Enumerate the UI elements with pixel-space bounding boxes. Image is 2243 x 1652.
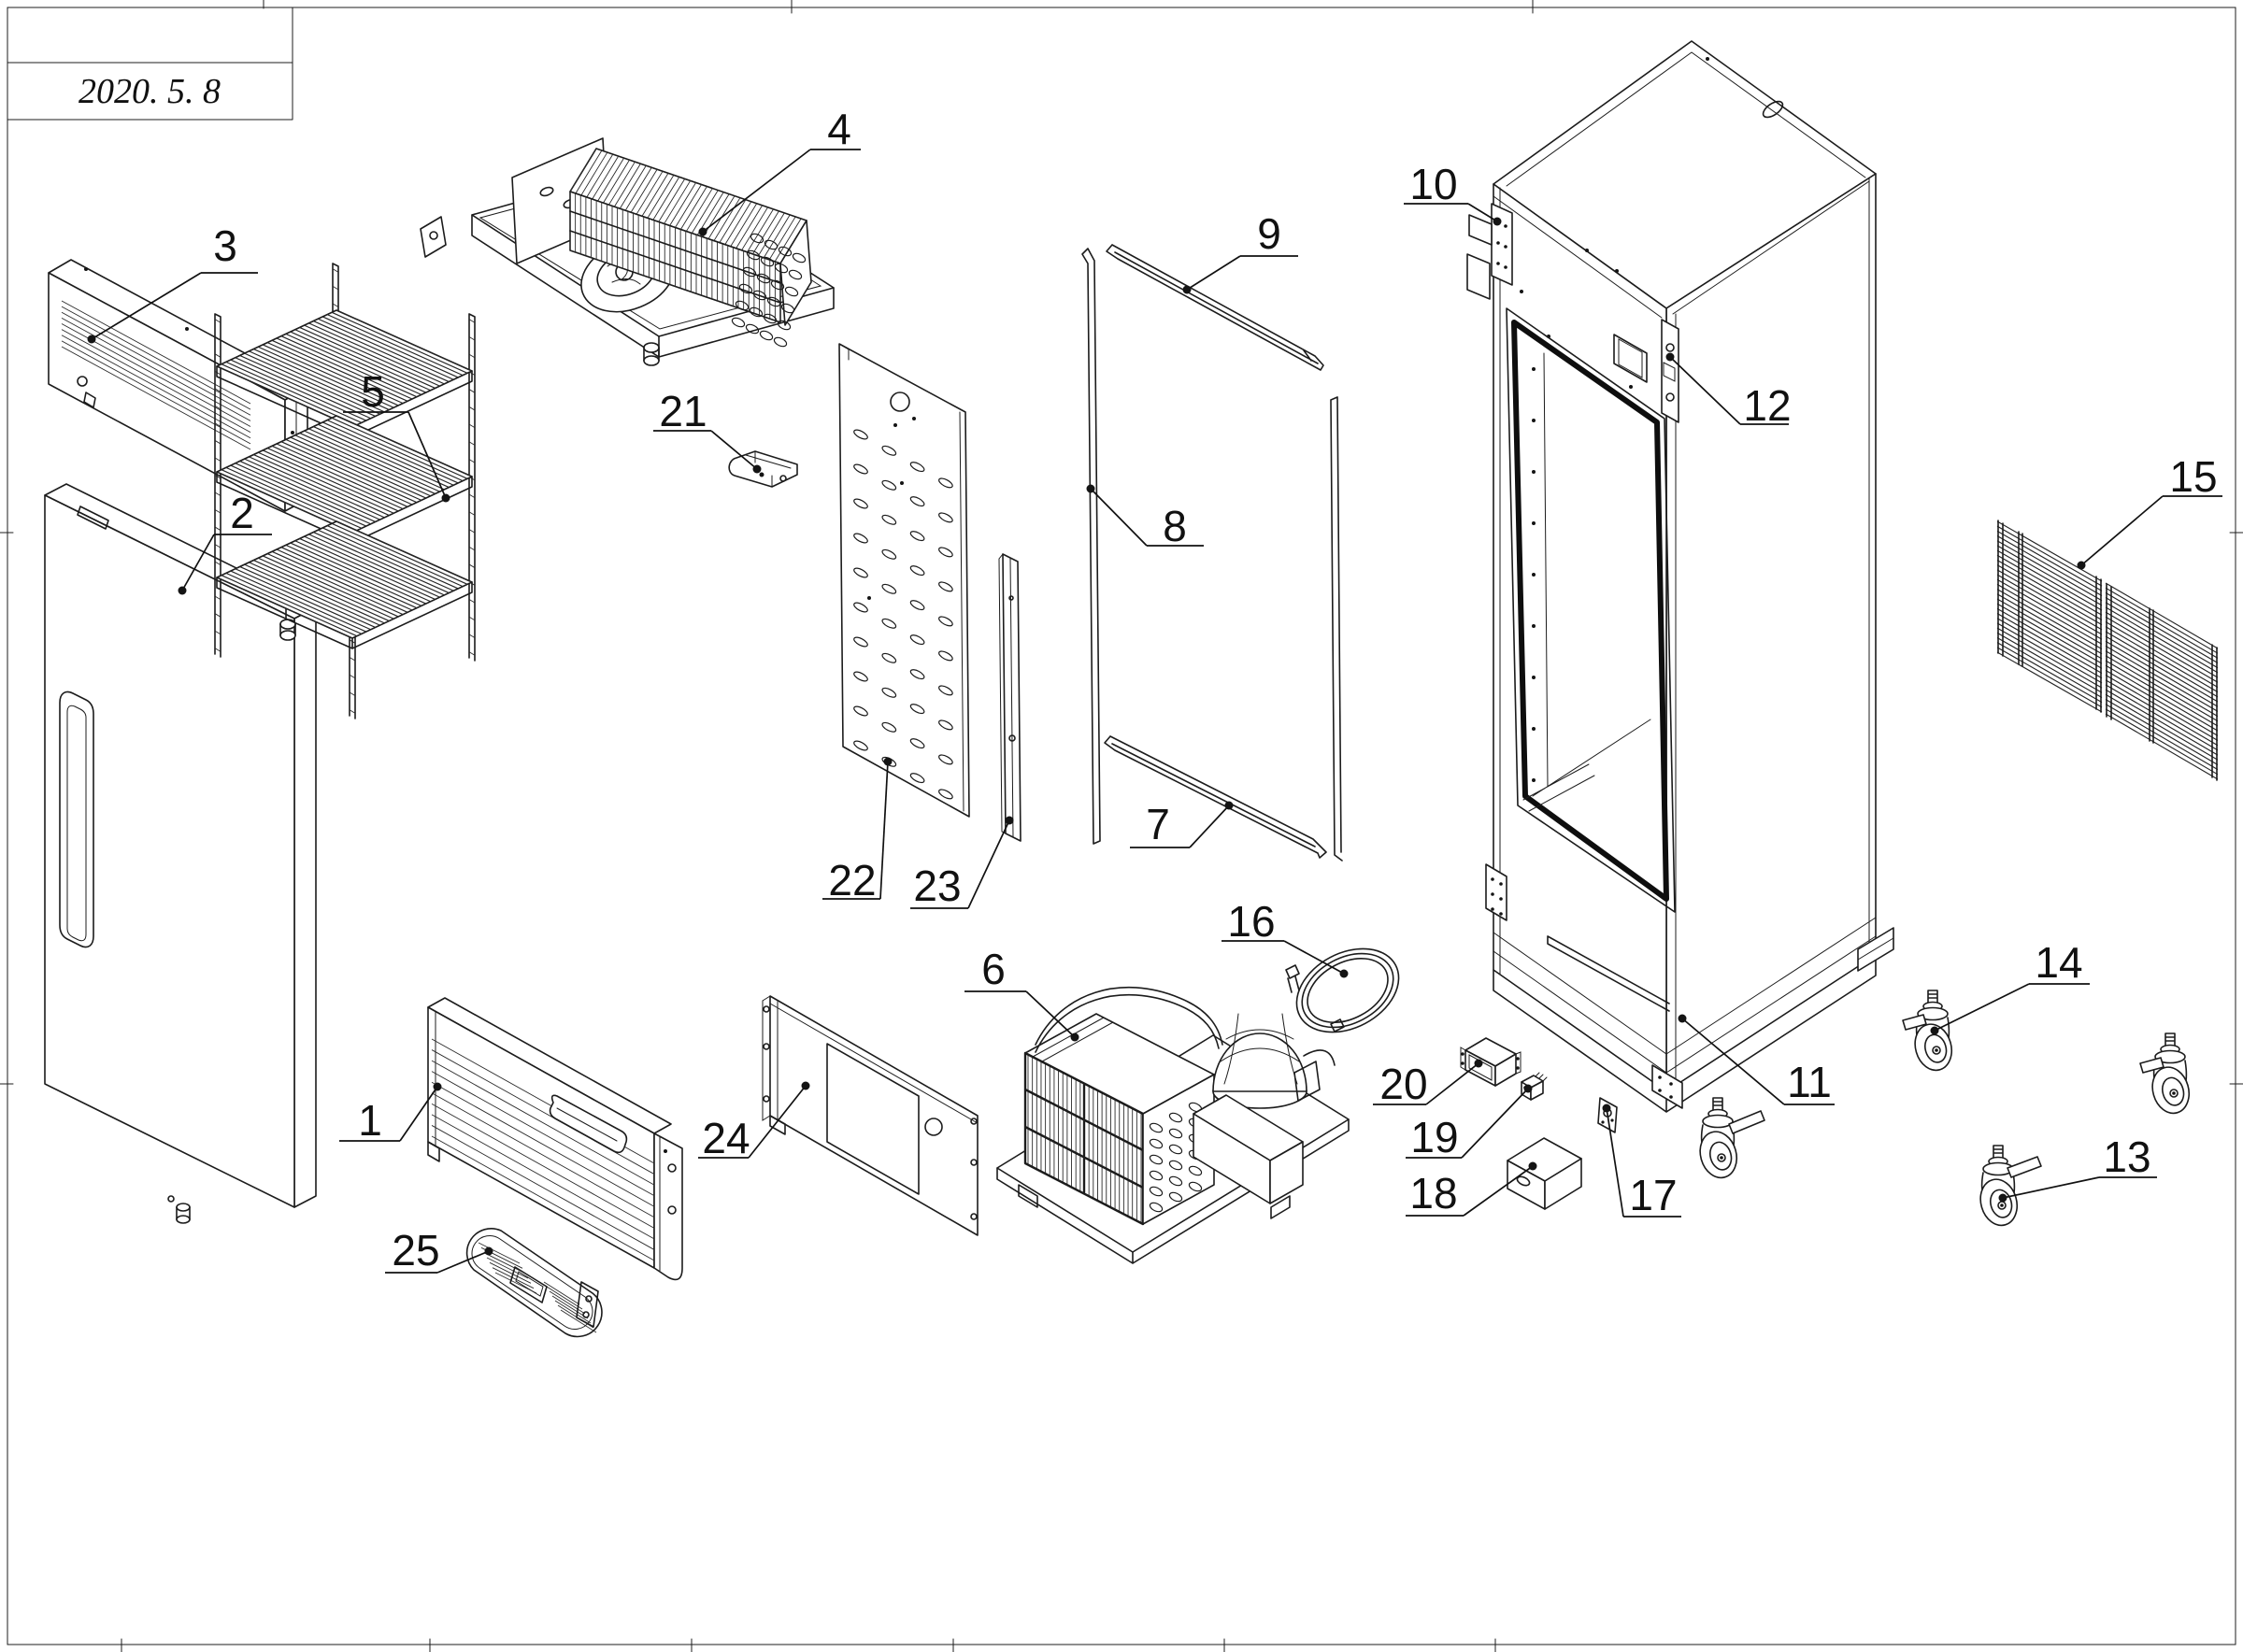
svg-text:7: 7	[1146, 800, 1170, 848]
electrical-box	[1193, 1094, 1304, 1204]
svg-text:11: 11	[1787, 1058, 1832, 1106]
callout-23: 23	[910, 816, 1014, 910]
part-13-caster	[1974, 1145, 2042, 1231]
svg-text:6: 6	[981, 945, 1006, 993]
svg-text:22: 22	[828, 856, 876, 904]
svg-text:10: 10	[1409, 160, 1457, 208]
callout-19: 19	[1406, 1084, 1533, 1161]
title-block: 2020. 5. 8	[7, 7, 293, 121]
part-12-hinge	[1661, 319, 1679, 423]
part-4-evaporator-assembly	[420, 137, 835, 366]
callout-10: 10	[1404, 160, 1502, 226]
front-recess	[1613, 334, 1648, 389]
svg-text:9: 9	[1257, 209, 1281, 258]
part-5-wire-shelves	[214, 263, 476, 719]
svg-text:2: 2	[230, 489, 254, 537]
svg-text:24: 24	[702, 1114, 750, 1162]
callout-11: 11	[1678, 1014, 1835, 1106]
caster-right	[2139, 1032, 2195, 1118]
svg-text:1: 1	[358, 1096, 382, 1145]
part-23-vertical-channel	[998, 553, 1021, 842]
part-7-bottom-trim-strip	[1104, 735, 1327, 859]
part-24-bay-panel	[762, 995, 979, 1236]
part-8-side-trim-strip	[1081, 248, 1101, 845]
svg-text:3: 3	[213, 221, 237, 270]
part-1-front-louver-panel	[427, 997, 683, 1281]
cabinet-base-frame	[1485, 863, 1894, 1113]
part-20-control-box	[1460, 1037, 1522, 1087]
callout-8: 8	[1086, 484, 1204, 550]
callout-1: 1	[339, 1082, 442, 1145]
part-21-bracket	[728, 450, 798, 488]
svg-text:8: 8	[1163, 502, 1187, 550]
svg-text:12: 12	[1743, 381, 1791, 430]
part-9-top-trim-strip	[1106, 244, 1324, 371]
svg-text:5: 5	[361, 367, 385, 416]
wire-shelf	[216, 520, 473, 649]
callout-7: 7	[1130, 800, 1234, 848]
wire-shelf	[216, 309, 473, 438]
callout-18: 18	[1406, 1161, 1537, 1218]
revision-date: 2020. 5. 8	[79, 72, 221, 111]
callout-4: 4	[698, 105, 861, 236]
callout-14: 14	[1930, 938, 2090, 1035]
callout-16: 16	[1222, 897, 1349, 978]
callout-24: 24	[698, 1081, 810, 1162]
callout-6: 6	[964, 945, 1079, 1042]
callout-13: 13	[1998, 1132, 2157, 1203]
callout-17: 17	[1602, 1104, 1681, 1219]
svg-text:19: 19	[1410, 1113, 1458, 1161]
svg-text:4: 4	[827, 105, 851, 153]
svg-text:20: 20	[1379, 1060, 1427, 1108]
svg-text:16: 16	[1227, 897, 1275, 946]
callout-25: 25	[385, 1226, 493, 1275]
door-bottom-pivot	[167, 1195, 191, 1224]
part-25-grille-cover	[465, 1228, 603, 1338]
svg-text:23: 23	[913, 862, 961, 910]
svg-text:14: 14	[2035, 938, 2082, 987]
part-14-caster-brake	[1902, 990, 1958, 1075]
door-opening-gasket	[1506, 307, 1676, 913]
compressor	[1212, 1013, 1336, 1160]
callout-20: 20	[1373, 1059, 1483, 1108]
part-6-condensing-unit	[996, 987, 1350, 1264]
part-16-coiled-tube	[1285, 947, 1400, 1033]
evaporator-fin-coil	[569, 148, 812, 348]
svg-text:21: 21	[659, 387, 707, 435]
part-15-wire-grids	[1996, 520, 2219, 781]
svg-text:17: 17	[1629, 1171, 1677, 1219]
callout-22: 22	[822, 757, 893, 904]
part-22-perforated-panel	[838, 343, 970, 818]
svg-text:25: 25	[392, 1226, 439, 1275]
drain-fitting	[643, 342, 660, 366]
right-side-trim-strip	[1330, 396, 1343, 862]
callout-12: 12	[1665, 352, 1792, 430]
svg-text:13: 13	[2103, 1132, 2150, 1181]
cabinet-body	[1466, 40, 1894, 1113]
wire-shelf	[216, 415, 473, 544]
callout-2: 2	[178, 489, 272, 595]
part-18-cover-box	[1507, 1137, 1582, 1210]
callout-3: 3	[87, 221, 258, 344]
cabinet-interior	[1522, 352, 1651, 812]
callout-15: 15	[2077, 452, 2222, 570]
callout-9: 9	[1182, 209, 1298, 294]
caster-mounted	[1693, 1097, 1765, 1183]
callout-5: 5	[343, 367, 450, 503]
callout-21: 21	[653, 387, 762, 474]
svg-text:18: 18	[1409, 1169, 1457, 1218]
svg-text:15: 15	[2169, 452, 2217, 501]
